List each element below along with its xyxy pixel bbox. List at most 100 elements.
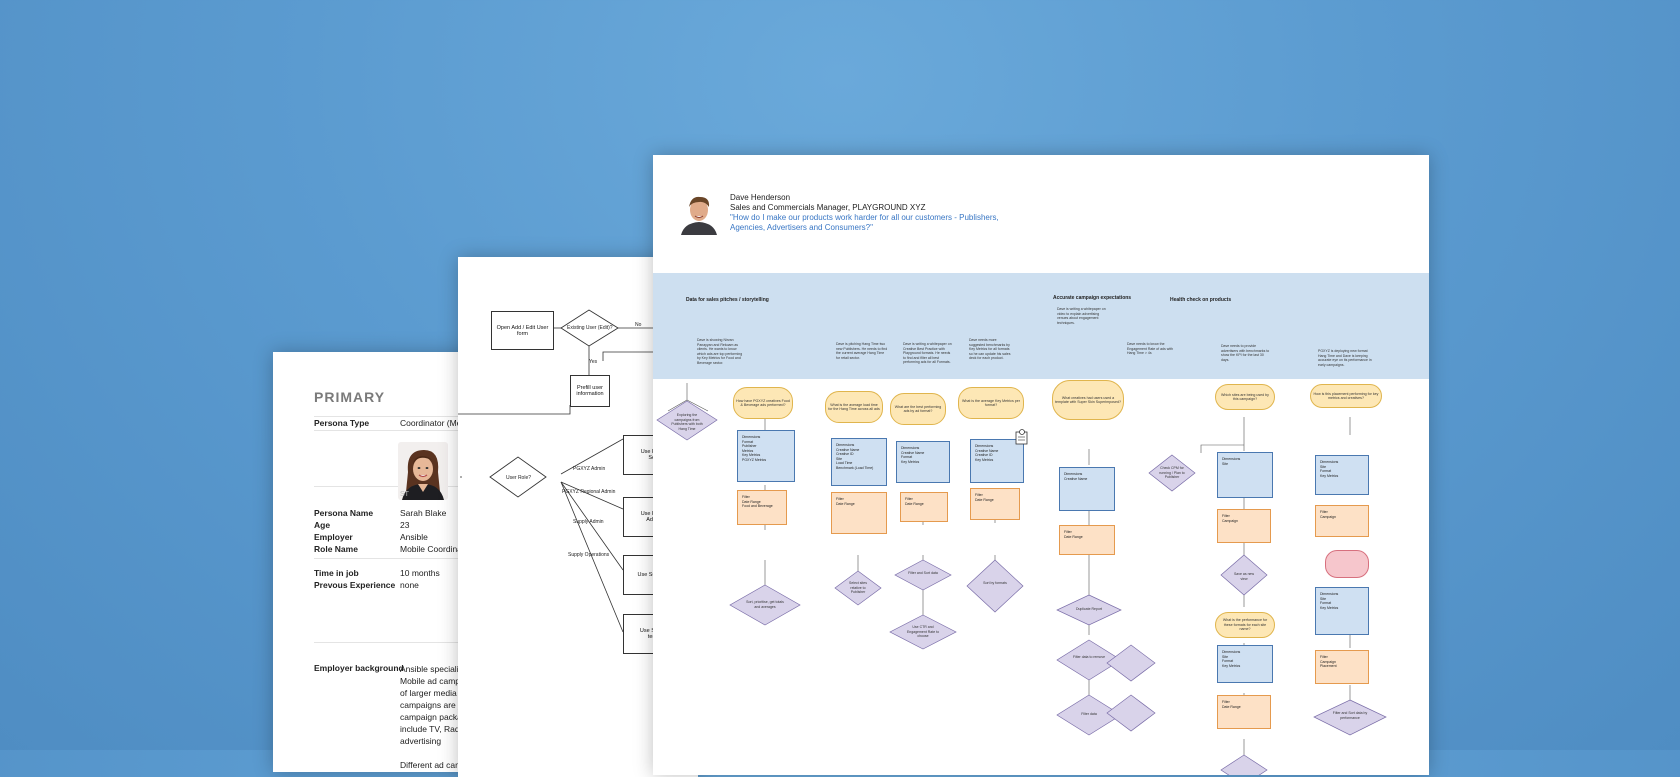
diamond-label: Filter and Sort data by performance [1332, 711, 1368, 720]
box-line: Format [1222, 659, 1234, 663]
row-key: Role Name [314, 544, 358, 554]
persona-photo: ST [398, 442, 448, 500]
diamond-label: Select sites relative to Publisher [849, 581, 867, 594]
text-line: advertising [400, 736, 442, 746]
user-role-node: User Role? [506, 475, 532, 481]
text-line: of larger media a [400, 688, 464, 698]
box-line: Dimensions [901, 446, 920, 450]
scenario-note: Dave is writing a whitepaper on video to… [1057, 307, 1106, 325]
flow-connectors [458, 309, 698, 633]
persona-quote: "How do I make our products work harder … [730, 213, 999, 232]
journey-map-sheet: Dave Henderson Sales and Commercials Man… [653, 155, 1429, 775]
yes-label: Yes [589, 359, 598, 365]
box-line: Site [1320, 464, 1327, 469]
pink-note [1325, 550, 1369, 578]
diamond-label: Sort, prioritise, get totals and average… [746, 600, 784, 609]
box-line: Filter [742, 495, 750, 499]
box-line: Dimensions [836, 443, 855, 447]
row-key: Prevous Experience [314, 580, 396, 590]
box-line: Dimensions [975, 444, 994, 448]
box-line: Site [836, 456, 843, 461]
text-line: campaign packag [400, 712, 467, 722]
box-line: Key Metrics [1222, 663, 1241, 668]
box-line: Metrics [742, 448, 754, 453]
box-line: Format [742, 439, 754, 444]
box-line: Filter [975, 493, 983, 497]
box-line: Creative ID [836, 452, 854, 456]
scenario-note: Dave needs to provide advertisers with b… [1221, 344, 1270, 362]
box-line: Creative Name [901, 450, 925, 455]
box-line: Date Range [1064, 534, 1083, 539]
text-line: campaigns are ju [400, 700, 465, 710]
box-line: Campaign [1222, 518, 1238, 523]
diamond-label: Use CTR and Engagement Rate to choose [906, 625, 940, 638]
row-key: Persona Name [314, 508, 374, 518]
diamond-label: Filter data [1081, 712, 1097, 716]
stage-label: Data for sales pitches / storytelling [686, 297, 769, 303]
scenario-note: Dave needs to know the Engagement Rate o… [1127, 342, 1173, 355]
box-line: Filter [1064, 530, 1072, 534]
row-key: Employer background [314, 663, 404, 673]
existing-user-node: Existing User (Edit)? [567, 325, 613, 331]
notes-icon[interactable] [1015, 429, 1029, 445]
scenario-note: Dave is writing a whitepaper on Creative… [903, 342, 952, 364]
box-line: Date Range [742, 499, 761, 504]
box-line: Dimensions [1320, 592, 1339, 596]
stage-label: Health check on products [1170, 297, 1232, 303]
box-line: Format [1320, 469, 1332, 473]
row-value: none [400, 580, 419, 590]
row-value: Sarah Blake [400, 508, 447, 518]
question-bubble: What are the best performing ads by ad f… [890, 393, 946, 425]
box-line: Filter [1320, 510, 1328, 514]
divider [314, 642, 533, 643]
box-line: Date Range [905, 501, 924, 506]
supply-operations-label: Supply Operations [568, 552, 610, 558]
scenario-note: PGXYZ is deploying new format Hang Time … [1318, 349, 1372, 367]
box-line: Filter [1222, 514, 1230, 518]
diamond-label: Exploring the campaigns from Publishers … [671, 413, 703, 431]
box-line: Food and Beverage [742, 504, 773, 508]
box-line: Dimensions [1222, 457, 1241, 461]
box-line: Publisher [742, 444, 757, 448]
supply-admin-label: Supply Admin [573, 519, 604, 525]
question-bubble: What creatives had users used a template… [1052, 380, 1124, 420]
box-line: Campaign [1320, 514, 1336, 519]
divider [314, 558, 533, 559]
scenario-note: Dave needs more suggested benchmarks by … [969, 338, 1011, 360]
box-line: Dimensions [742, 435, 761, 439]
stages-band [653, 273, 1429, 379]
row-value: 10 months [400, 568, 440, 578]
box-line: Date Range [836, 501, 855, 506]
text-line: Ansible specialise [400, 664, 468, 674]
box-line: Dimensions [1064, 472, 1083, 476]
box-line: Creative Name [1064, 476, 1088, 481]
box-line: Key Metrics [901, 459, 920, 464]
box-line: Date Range [1222, 704, 1241, 709]
box-line: Creative ID [975, 453, 993, 457]
row-value: Coordinator (Me [400, 418, 462, 428]
diamond-label: Check CPM for running / Plan to Publishe… [1159, 466, 1185, 479]
box-line: Filter [836, 497, 844, 501]
box-line: Site [1222, 654, 1229, 659]
row-key: Time in job [314, 568, 359, 578]
question-bubble: How is this placement performing for key… [1310, 384, 1382, 408]
diamond-label: Save as new view [1233, 572, 1255, 581]
box-line: Placement [1320, 664, 1337, 668]
pgxyz-regional-label: PGXYZ Regional Admin [562, 489, 616, 495]
